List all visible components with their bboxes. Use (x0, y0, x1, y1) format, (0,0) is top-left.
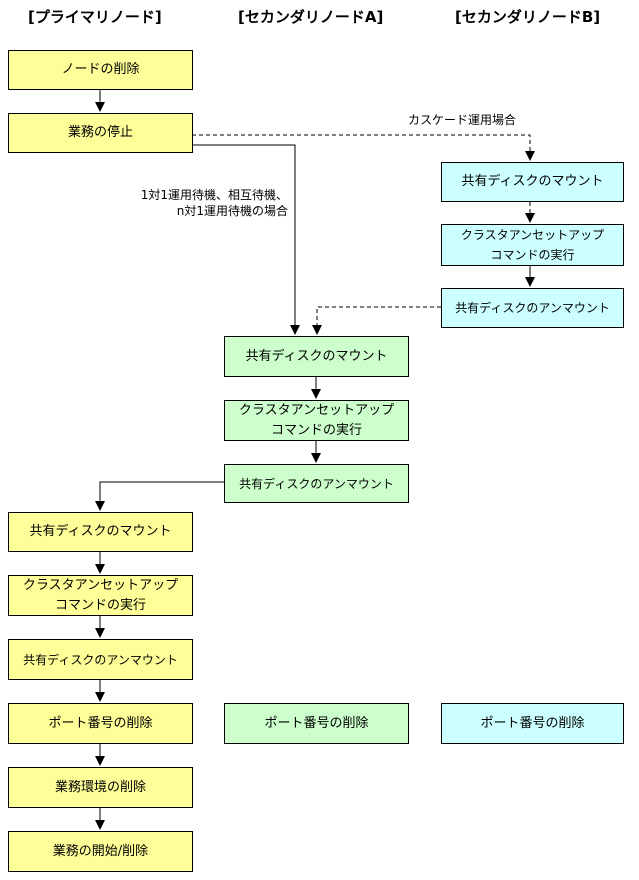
secondary-a-unmount-disk-label: 共有ディスクのアンマウント (239, 476, 394, 491)
arrow-stop-to-secondary-a (192, 144, 300, 335)
primary-stop-business-step: 業務の停止 (8, 113, 193, 153)
secondary-a-unsetup-step: クラスタアンセットアップ コマンドの実行 (224, 400, 409, 441)
secondary-a-delete-port-label: ポート番号の削除 (264, 715, 369, 731)
primary-unmount-disk-label: 共有ディスクのアンマウント (23, 652, 178, 667)
primary-delete-port-step: ポート番号の削除 (8, 703, 193, 744)
standby-note-line2: n対1運用待機の場合 (176, 204, 288, 218)
header-primary-node: [プライマリノード] (28, 8, 162, 26)
secondary-a-delete-port-step: ポート番号の削除 (224, 703, 409, 744)
primary-mount-disk-label: 共有ディスクのマウント (29, 524, 172, 539)
secondary-b-unmount-disk-label: 共有ディスクのアンマウント (455, 301, 610, 315)
secondary-a-mount-disk-step: 共有ディスクのマウント (224, 336, 409, 377)
primary-delete-port-label: ポート番号の削除 (48, 715, 153, 731)
secondary-b-unsetup-line1: クラスタアンセットアップ (460, 228, 605, 242)
primary-unsetup-step: クラスタアンセットアップ コマンドの実行 (8, 575, 193, 616)
secondary-b-delete-port-step: ポート番号の削除 (441, 703, 624, 744)
primary-start-delete-label: 業務の開始/削除 (52, 843, 149, 859)
primary-delete-node-label: ノードの削除 (61, 62, 140, 77)
primary-delete-node-step: ノードの削除 (8, 50, 193, 90)
primary-delete-env-label: 業務環境の削除 (54, 779, 146, 795)
secondary-a-unsetup-line2: コマンドの実行 (270, 422, 362, 438)
header-secondary-node-b: [セカンダリノードB] (455, 8, 601, 26)
header-secondary-node-a: [セカンダリノードA] (238, 8, 384, 26)
secondary-a-mount-disk-label: 共有ディスクのマウント (245, 348, 388, 364)
secondary-b-unsetup-line2: コマンドの実行 (490, 248, 575, 262)
arrow-b-unmount-to-a (312, 306, 441, 335)
secondary-b-delete-port-label: ポート番号の削除 (480, 715, 585, 731)
secondary-b-mount-disk-step: 共有ディスクのマウント (441, 162, 624, 202)
primary-start-delete-step: 業務の開始/削除 (8, 831, 193, 872)
primary-mount-disk-step: 共有ディスクのマウント (8, 512, 193, 552)
secondary-b-mount-disk-label: 共有ディスクのマウント (461, 174, 604, 189)
primary-unmount-disk-step: 共有ディスクのアンマウント (8, 639, 193, 680)
secondary-b-unmount-disk-step: 共有ディスクのアンマウント (441, 288, 624, 328)
secondary-a-unmount-disk-step: 共有ディスクのアンマウント (224, 464, 409, 503)
primary-delete-env-step: 業務環境の削除 (8, 767, 193, 808)
arrow-stop-to-secondary-b (192, 134, 535, 161)
cascade-note: カスケード運用場合 (408, 113, 517, 127)
secondary-b-unsetup-step: クラスタアンセットアップ コマンドの実行 (441, 224, 624, 266)
standby-note-line1: 1対1運用待機、相互待機、 (140, 188, 288, 202)
standby-note: 1対1運用待機、相互待機、 n対1運用待機の場合 (136, 187, 288, 219)
secondary-a-unsetup-line1: クラスタアンセットアップ (238, 402, 395, 418)
primary-stop-business-label: 業務の停止 (67, 125, 133, 140)
primary-unsetup-line1: クラスタアンセットアップ (22, 577, 179, 593)
primary-unsetup-line2: コマンドの実行 (54, 597, 146, 613)
arrow-a-unmount-to-primary (95, 481, 224, 511)
